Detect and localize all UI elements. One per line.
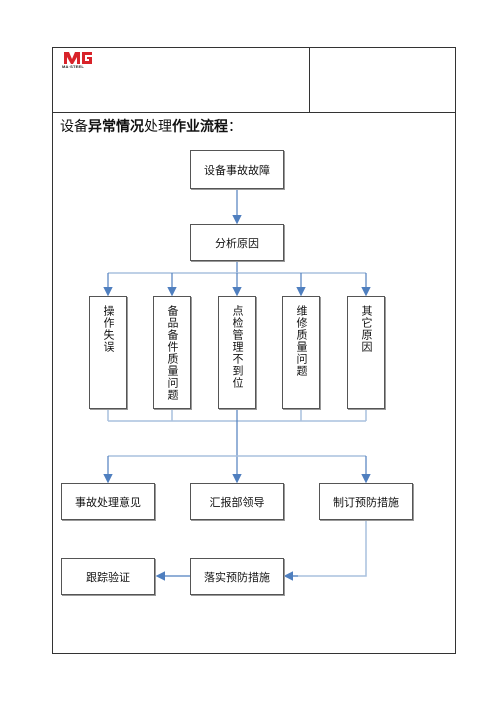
cause-2-label: 备品备件质量问题: [166, 305, 179, 401]
node-track: 跟踪验证: [61, 558, 155, 595]
node-implement: 落实预防措施: [190, 558, 284, 595]
title-part6: ：: [228, 119, 242, 135]
title-part5: 流程: [200, 119, 228, 135]
node-start: 设备事故故障: [190, 150, 284, 189]
header-divider: [309, 47, 310, 113]
node-action-2: 汇报部领导: [190, 483, 284, 520]
logo-text: MA·STEEL: [62, 64, 85, 69]
node-cause-4: 维修质量问题: [282, 296, 320, 409]
title-part1: 设备: [60, 119, 88, 135]
masteel-logo-icon: [64, 52, 92, 64]
cause-1-label: 操作失误: [102, 305, 115, 353]
cause-5-label: 其它原因: [360, 305, 373, 353]
node-action-3: 制订预防措施: [319, 483, 413, 520]
title-part2: 异常情况: [88, 119, 144, 135]
node-cause-3: 点检管理不到位: [218, 296, 256, 409]
node-cause-2: 备品备件质量问题: [153, 296, 191, 409]
title-part4: 作业: [172, 119, 200, 135]
page-title: 设备异常情况处理作业流程：: [60, 116, 242, 136]
cause-4-label: 维修质量问题: [295, 305, 308, 377]
document-frame: [52, 47, 456, 654]
node-cause-1: 操作失误: [89, 296, 127, 409]
node-cause-5: 其它原因: [347, 296, 385, 409]
header-row: [52, 47, 456, 113]
cause-3-label: 点检管理不到位: [231, 305, 244, 389]
node-action-1: 事故处理意见: [61, 483, 155, 520]
node-analyze: 分析原因: [190, 224, 284, 261]
title-part3: 处理: [144, 119, 172, 135]
